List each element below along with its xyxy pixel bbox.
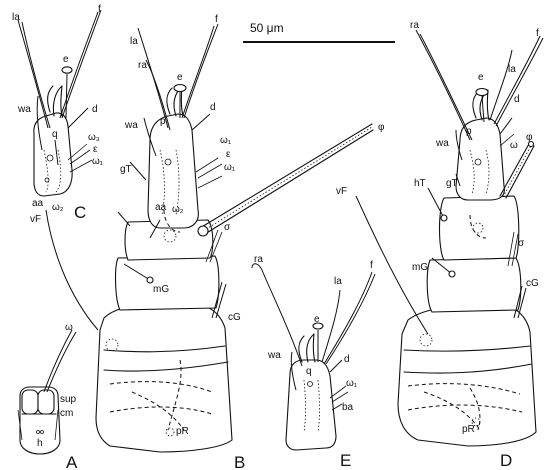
b-label-e: e	[177, 72, 183, 83]
b-label-d: d	[210, 102, 216, 113]
b-label-gT: gT	[120, 164, 132, 175]
b-label-aa: aa	[155, 202, 167, 213]
c-label-wa: wa	[17, 104, 31, 115]
panel-e-letter: E	[340, 451, 351, 470]
b-label-phi: φ	[378, 122, 385, 133]
a-label-omega: ω	[65, 322, 73, 333]
panel-a-letter: A	[66, 453, 78, 470]
b-label-omega1: ω₁	[220, 135, 232, 146]
b-label-epsilon: ε	[226, 149, 231, 160]
d-label-p: p	[466, 126, 472, 137]
panel-c-letter: C	[74, 203, 86, 222]
b-label-omega2: ω₂	[172, 204, 184, 215]
d-label-la: la	[508, 64, 516, 75]
d-label-cG: cG	[526, 278, 539, 289]
e-label-f: f	[370, 260, 373, 271]
scale-bar: 50 μm	[243, 21, 395, 43]
d-label-vF: vF	[336, 186, 347, 197]
e-label-wa: wa	[267, 350, 281, 361]
c-label-omega2: ω₂	[52, 202, 64, 213]
a-label-h: h	[37, 438, 43, 449]
panel-b-drawing: la f ra e wa p d ω₁ ε ω₁ gT aa ω₂ φ σ mG…	[95, 14, 385, 470]
panel-a-drawing: ω sup cm h A	[17, 322, 78, 470]
d-label-f: f	[536, 28, 539, 39]
c-label-epsilon: ε	[93, 144, 98, 155]
e-label-q: q	[306, 366, 312, 377]
d-label-wa: wa	[435, 138, 449, 149]
d-label-pR: pR	[462, 424, 475, 435]
b-label-ra: ra	[138, 60, 147, 71]
panel-b-letter: B	[234, 453, 245, 470]
panel-d-drawing: ra f la d e p wa ω φ hT gT vF mG σ cG pR…	[336, 20, 544, 470]
c-label-q: q	[52, 129, 58, 140]
a-label-cm: cm	[60, 408, 73, 419]
d-label-omega: ω	[510, 140, 518, 151]
c-label-aa: aa	[32, 198, 44, 209]
d-label-hT: hT	[414, 178, 426, 189]
panel-e-drawing: ra f la e wa q d ω₁ ba E	[251, 254, 376, 470]
e-label-d: d	[344, 354, 350, 365]
b-label-cG: cG	[228, 312, 241, 323]
d-label-phi: φ	[526, 132, 533, 143]
b-label-p: p	[160, 116, 166, 127]
d-label-mG: mG	[412, 262, 428, 273]
panel-d-letter: D	[500, 451, 512, 470]
a-label-sup: sup	[60, 394, 77, 405]
e-label-la: la	[334, 276, 342, 287]
b-label-wa: wa	[124, 120, 138, 131]
c-label-omega3: ω₃	[88, 132, 100, 143]
e-label-omega1: ω₁	[346, 378, 358, 389]
scale-bar-label: 50 μm	[250, 21, 284, 35]
e-label-ba: ba	[342, 402, 354, 413]
d-label-e: e	[478, 72, 484, 83]
panel-c-drawing: la f e wa q d ω₃ ε ω₁ aa ω₂ vF C	[12, 4, 104, 331]
c-label-d: d	[92, 104, 98, 115]
b-label-sigma: σ	[224, 222, 231, 233]
d-label-sigma: σ	[518, 238, 525, 249]
b-label-f: f	[215, 14, 218, 25]
c-label-e: e	[63, 54, 69, 65]
c-label-la: la	[12, 12, 20, 23]
c-label-omega1: ω₁	[92, 156, 104, 167]
b-label-mG: mG	[153, 284, 169, 295]
d-label-ra: ra	[410, 20, 419, 31]
d-label-d: d	[514, 94, 520, 105]
d-label-gT: gT	[446, 178, 458, 189]
c-label-vF: vF	[30, 214, 41, 225]
e-label-e: e	[314, 314, 320, 325]
b-label-omega1b: ω₁	[224, 162, 236, 173]
c-label-f: f	[98, 4, 101, 15]
e-label-ra: ra	[254, 254, 263, 265]
b-label-pR: pR	[176, 426, 189, 437]
b-label-la: la	[130, 36, 138, 47]
